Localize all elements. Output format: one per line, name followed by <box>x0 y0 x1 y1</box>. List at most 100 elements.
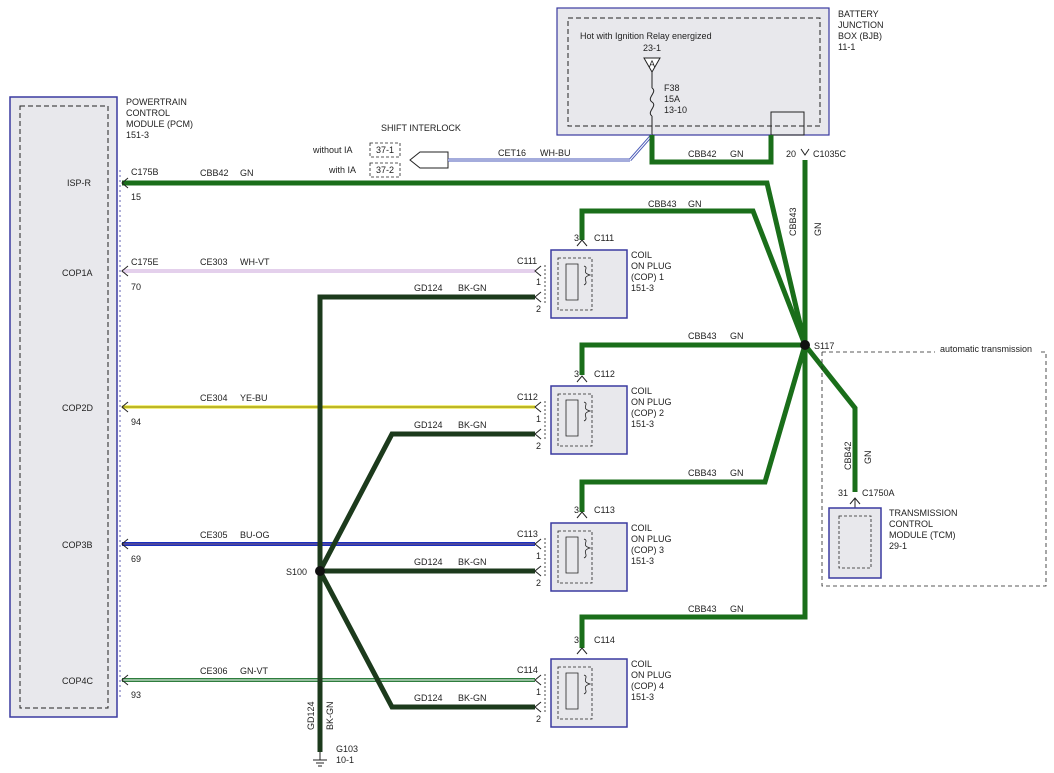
cop3-connector-top: C113 <box>594 505 615 515</box>
cop2-pin1: 1 <box>536 414 541 424</box>
wire-cbb42-bjb-color: GN <box>730 149 744 159</box>
bjb-title-2: JUNCTION <box>838 20 884 30</box>
cop4-title-4: 151-3 <box>631 692 654 702</box>
pcm-pin-cop2d: COP2D <box>62 403 94 413</box>
cop1-pin2: 2 <box>536 304 541 314</box>
wire-cbb43-vert-circuit: CBB43 <box>788 207 798 236</box>
cop4-pin3: 3 <box>574 635 579 645</box>
wire-gd124-vert-circuit: GD124 <box>306 701 316 730</box>
cop4-title-3: (COP) 4 <box>631 681 664 691</box>
bjb-connector-pin: 20 <box>786 149 796 159</box>
wire-cbb42-tcm-color: GN <box>863 451 873 465</box>
cop1-title-4: 151-3 <box>631 283 654 293</box>
cop1-pin1: 1 <box>536 277 541 287</box>
pcm-pin-num-15: 15 <box>131 192 141 202</box>
pcm-pin-isp-r: ISP-R <box>67 178 92 188</box>
pcm-connector-c175b: C175B <box>131 167 159 177</box>
bjb-title-4: 11-1 <box>838 42 855 52</box>
ground-name: G103 <box>336 744 358 754</box>
fuse-ref: 13-10 <box>664 105 687 115</box>
cop2-title-4: 151-3 <box>631 419 654 429</box>
ground-ref: 10-1 <box>336 755 354 765</box>
cop4-connector-top: C114 <box>594 635 615 645</box>
wire-ce305-color: BU-OG <box>240 530 270 540</box>
cop3-title-4: 151-3 <box>631 556 654 566</box>
pcm-pin-num-94: 94 <box>131 417 141 427</box>
pcm-pin-num-70: 70 <box>131 282 141 292</box>
wire-cbb42-top-circuit: CBB42 <box>200 168 229 178</box>
fuse-amps: 15A <box>664 94 680 104</box>
pcm-pin-cop3b: COP3B <box>62 540 93 550</box>
wire-ce305-circuit: CE305 <box>200 530 228 540</box>
wire-cbb42-tcm-circuit: CBB42 <box>843 441 853 470</box>
cop1-title-1: COIL <box>631 250 652 260</box>
splice-s100-label: S100 <box>286 567 307 577</box>
cop2-connector: C112 <box>517 392 538 402</box>
cop3-pin2: 2 <box>536 578 541 588</box>
wire-gd124-3-circuit: GD124 <box>414 557 443 567</box>
connector-arrow-icon <box>800 148 810 156</box>
splice-s117-dot <box>800 340 810 350</box>
bjb-ref: 23-1 <box>643 43 661 53</box>
cop-4: COIL ON PLUG (COP) 4 151-3 C114 C114 3 1… <box>517 635 672 728</box>
pcm-pin-cop1a: COP1A <box>62 268 93 278</box>
pcm-title-4: 151-3 <box>126 130 149 140</box>
cop2-title-1: COIL <box>631 386 652 396</box>
fuse-icon <box>649 87 655 117</box>
pcm-pin-num-93: 93 <box>131 690 141 700</box>
tcm-title-1: TRANSMISSION <box>889 508 958 518</box>
wire-gd124-2-color: BK-GN <box>458 420 487 430</box>
cop2-pin3: 3 <box>574 369 579 379</box>
bjb-module: BATTERY JUNCTION BOX (BJB) 11-1 Hot with… <box>556 7 884 159</box>
shift-interlock: SHIFT INTERLOCK without IA 37-1 with IA … <box>312 123 654 178</box>
wire-gd124-1-color: BK-GN <box>458 283 487 293</box>
cop2-title-2: ON PLUG <box>631 397 672 407</box>
wire-cbb43-cop3-circuit: CBB43 <box>688 468 717 478</box>
cop-2: COIL ON PLUG (COP) 2 151-3 C112 C112 3 1… <box>517 369 672 455</box>
bjb-connector: C1035C <box>813 149 847 159</box>
pcm-title-3: MODULE (PCM) <box>126 119 193 129</box>
coil-icon <box>565 672 592 710</box>
cop2-pin2: 2 <box>536 441 541 451</box>
wire-gd124-2-circuit: GD124 <box>414 420 443 430</box>
bjb-title-1: BATTERY <box>838 9 879 19</box>
cop4-pin2: 2 <box>536 714 541 724</box>
wire-cbb43-cop4-circuit: CBB43 <box>688 604 717 614</box>
pcm-connector-arrows <box>121 177 129 686</box>
shift-row-2-label: with IA <box>328 165 356 175</box>
wire-ce303-circuit: CE303 <box>200 257 228 267</box>
fuse-name: F38 <box>664 83 680 93</box>
pcm-title-1: POWERTRAIN <box>126 97 187 107</box>
bjb-hot-text: Hot with Ignition Relay energized <box>580 31 712 41</box>
wire-ce303-color: WH-VT <box>240 257 270 267</box>
wire-cbb43-cop2-color: GN <box>730 331 744 341</box>
wire-cbb43-cop1-color: GN <box>688 199 702 209</box>
cop2-connector-top: C112 <box>594 369 615 379</box>
tcm-connector: C1750A <box>862 488 895 498</box>
wire-cbb43-cop4-color: GN <box>730 604 744 614</box>
cop4-connector: C114 <box>517 665 538 675</box>
shift-connector-icon <box>409 151 449 169</box>
wire-ce304-color: YE-BU <box>240 393 268 403</box>
cop3-title-2: ON PLUG <box>631 534 672 544</box>
wire-gd124-1-circuit: GD124 <box>414 283 443 293</box>
wire-cbb43-cop1-circuit: CBB43 <box>648 199 677 209</box>
pcm-module: POWERTRAIN CONTROL MODULE (PCM) 151-3 IS… <box>9 96 193 718</box>
cop-3: COIL ON PLUG (COP) 3 151-3 C113 C113 3 1… <box>517 505 672 592</box>
pcm-connector-c175e: C175E <box>131 257 159 267</box>
fuse-letter: A <box>649 59 655 69</box>
wire-cbb43-vert-color: GN <box>813 223 823 237</box>
cop3-pin1: 1 <box>536 551 541 561</box>
ground-symbol-icon <box>313 752 327 767</box>
pcm-title-2: CONTROL <box>126 108 170 118</box>
coil-icon <box>565 399 592 437</box>
cop3-title-1: COIL <box>631 523 652 533</box>
wire-gd124-4-circuit: GD124 <box>414 693 443 703</box>
tcm-title-3: MODULE (TCM) <box>889 530 956 540</box>
cop1-pin3: 3 <box>574 233 579 243</box>
wire-cbb42-top-color: GN <box>240 168 254 178</box>
wire-ce306-circuit: CE306 <box>200 666 228 676</box>
wire-cet16-circuit: CET16 <box>498 148 526 158</box>
pcm-pin-num-69: 69 <box>131 554 141 564</box>
shift-row-1-label: without IA <box>312 145 353 155</box>
